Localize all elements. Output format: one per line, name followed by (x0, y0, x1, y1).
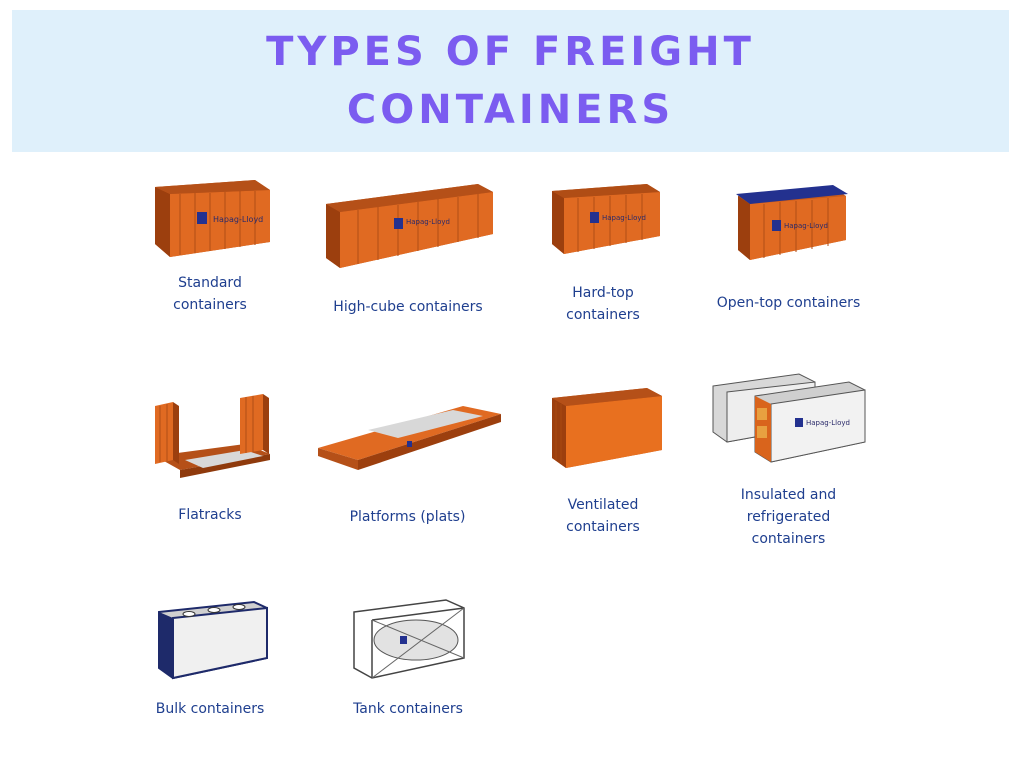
item-platforms: Platforms (plats) (310, 398, 505, 528)
refrigerated-container-icon: Hapag-Lloyd (712, 373, 865, 463)
page-title-line-1: TYPES OF FREIGHT (266, 29, 755, 75)
item-open-top-containers: Hapag-Lloyd Open-top containers (706, 180, 871, 314)
hard-top-container-icon: Hapag-Lloyd (552, 184, 660, 254)
high-cube-container-icon: Hapag-Lloyd (326, 184, 493, 268)
svg-text:Hapag-Lloyd: Hapag-Lloyd (213, 215, 263, 224)
item-label: High-cube containers (333, 299, 483, 315)
item-label: Insulated and refrigerated containers (740, 487, 837, 547)
svg-text:Hapag-Lloyd: Hapag-Lloyd (784, 222, 828, 230)
svg-text:Hapag-Lloyd: Hapag-Lloyd (602, 214, 646, 222)
page-title-line-2: CONTAINERS (346, 87, 675, 133)
bulk-container-icon (158, 600, 268, 680)
item-label: Tank containers (353, 701, 463, 717)
item-high-cube-containers: Hapag-Lloyd High-cube containers (318, 176, 498, 318)
item-flatracks: Flatracks (140, 390, 280, 526)
platform-icon (317, 406, 501, 470)
item-ventilated-containers: Ventilated containers (538, 382, 668, 538)
item-label: Flatracks (178, 507, 242, 523)
svg-text:Hapag-Lloyd: Hapag-Lloyd (406, 218, 450, 226)
title-banner: TYPES OF FREIGHT CONTAINERS (12, 10, 1009, 152)
standard-container-icon: Hapag-Lloyd (155, 180, 270, 257)
item-label: Bulk containers (155, 701, 265, 717)
item-label: Open-top containers (716, 295, 861, 311)
item-insulated-refrigerated: Hapag-Lloyd Insulated and refrigerated c… (706, 372, 871, 550)
svg-text:Hapag-Lloyd: Hapag-Lloyd (806, 419, 850, 427)
item-label: Standard containers (173, 275, 247, 313)
tank-container-icon (353, 599, 465, 679)
open-top-container-icon: Hapag-Lloyd (735, 185, 848, 260)
item-label: Ventilated containers (566, 497, 640, 535)
item-hard-top-containers: Hapag-Lloyd Hard-top containers (538, 176, 668, 326)
flatrack-icon (155, 394, 270, 478)
item-bulk-containers: Bulk containers (140, 598, 280, 720)
ventilated-container-icon (552, 388, 662, 468)
item-label: Hard-top containers (566, 285, 640, 323)
item-tank-containers: Tank containers (338, 596, 478, 720)
item-label: Platforms (plats) (349, 509, 466, 525)
item-standard-containers: Hapag-Lloyd Standard containers (140, 172, 280, 316)
